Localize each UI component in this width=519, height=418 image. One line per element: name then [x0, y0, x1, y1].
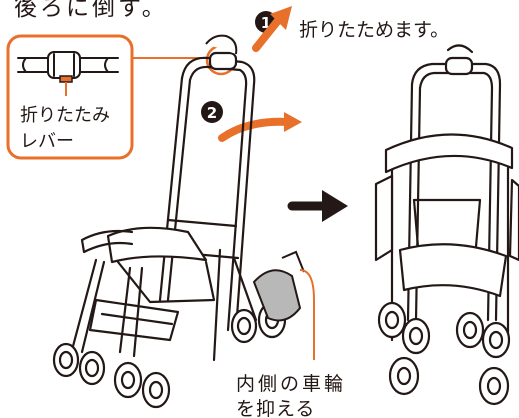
wheel-pointer-line — [299, 269, 315, 360]
wheel-label-line-2: を抑える — [236, 398, 316, 418]
heading-text: 後ろに倒す。 — [14, 0, 168, 21]
wheel-label-line-1: 内側の車輪 — [236, 373, 347, 395]
hand-wrist — [281, 250, 305, 273]
lever-label-line-2: レバー — [20, 131, 74, 152]
tilt-back-arrow — [218, 112, 302, 142]
stroller-open — [52, 40, 287, 409]
hand-on-wheel — [252, 269, 302, 322]
lever-closeup — [17, 51, 119, 83]
direction-arrow — [287, 190, 348, 222]
fold-label: 折りたためます。 — [299, 19, 450, 41]
step-2-number: 2 — [207, 104, 217, 122]
lever-label-line-1: 折りたたみ — [20, 105, 110, 126]
step-1-number: 1 — [261, 14, 271, 32]
hand-on-handle — [205, 34, 238, 55]
stroller-folded — [374, 44, 519, 406]
fold-arrow — [252, 6, 292, 52]
lever-callout-box — [6, 34, 134, 160]
step-2-marker — [201, 101, 223, 123]
